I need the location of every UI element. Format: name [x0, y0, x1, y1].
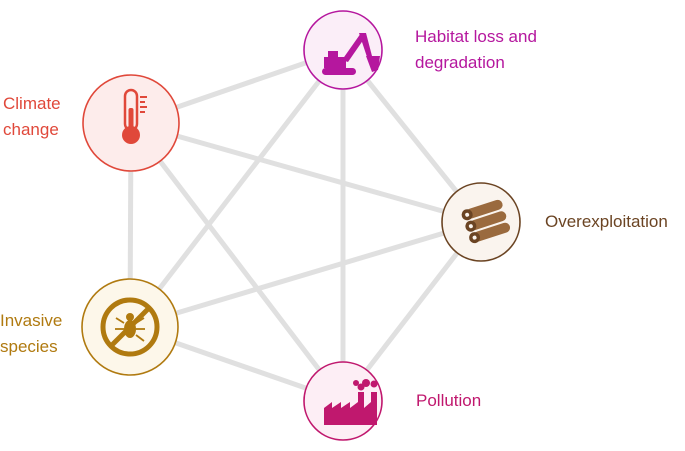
no-insect-icon — [100, 297, 160, 357]
factory-icon — [324, 379, 378, 425]
node-climate — [82, 74, 180, 172]
edge-climate-overexploitation — [128, 120, 484, 225]
habitat-label-line-2: degradation — [415, 53, 505, 72]
invasive-label: Invasive species — [0, 308, 62, 360]
pollution-label: Pollution — [416, 388, 481, 414]
overexploitation-label-line-1: Overexploitation — [545, 212, 668, 231]
edge-overexploitation-invasive — [127, 219, 484, 330]
habitat-label-line-1: Habitat loss and — [415, 27, 537, 46]
node-invasive — [81, 278, 179, 376]
connection-lines — [127, 47, 484, 404]
edge-climate-pollution — [128, 120, 346, 404]
invasive-label-line-2: species — [0, 337, 58, 356]
thermometer-icon — [122, 88, 147, 144]
climate-label-line-1: Climate — [3, 94, 61, 113]
pollution-label-line-1: Pollution — [416, 391, 482, 410]
climate-label-line-2: change — [3, 120, 59, 139]
node-pollution — [303, 361, 383, 441]
climate-label: Climate change — [3, 91, 61, 143]
edge-habitat-invasive — [127, 47, 346, 330]
invasive-label-line-1: Invasive — [0, 311, 63, 330]
pollution-circle — [303, 361, 383, 441]
excavator-icon — [322, 33, 380, 75]
habitat-label: Habitat loss and degradation — [415, 24, 537, 76]
overexploitation-label: Overexploitation — [545, 209, 668, 235]
node-habitat — [303, 10, 383, 90]
node-overexploitation — [441, 182, 521, 262]
logs-icon — [461, 199, 511, 244]
